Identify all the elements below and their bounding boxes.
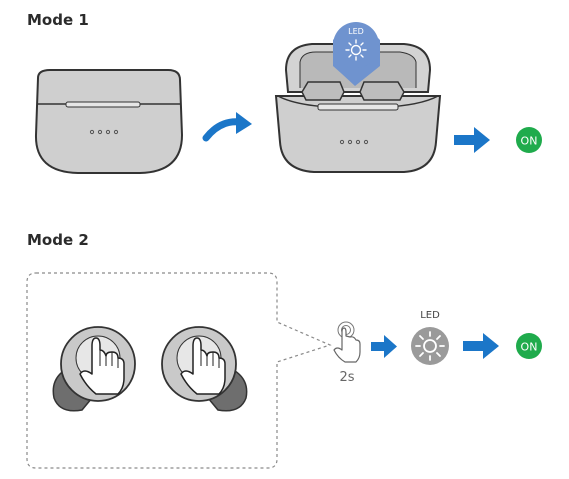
closed-case-icon [34, 69, 184, 174]
on-badge-icon: ON [516, 127, 542, 153]
on-badge-icon: ON [516, 333, 542, 359]
hand-press-icon [79, 337, 125, 395]
led-icon [411, 327, 449, 365]
earbud-right-icon [161, 326, 248, 412]
callout-frame [26, 272, 332, 469]
curved-arrow-icon [202, 112, 252, 142]
touch-icon [333, 321, 361, 363]
svg-text:LED: LED [348, 27, 364, 36]
led-label: LED [420, 310, 440, 321]
mode1-title: Mode 1 [27, 11, 89, 29]
mode2-title: Mode 2 [27, 231, 89, 249]
earbud-left-icon [52, 326, 136, 412]
open-case-icon: LED [274, 22, 442, 173]
svg-text:ON: ON [521, 135, 538, 148]
svg-text:ON: ON [521, 341, 538, 354]
right-arrow-icon [463, 333, 499, 359]
hand-press-icon [180, 337, 226, 395]
right-arrow-icon [371, 335, 397, 358]
led-glow-icon: LED [333, 22, 380, 86]
press-duration: 2s [339, 370, 354, 385]
right-arrow-icon [454, 127, 490, 153]
